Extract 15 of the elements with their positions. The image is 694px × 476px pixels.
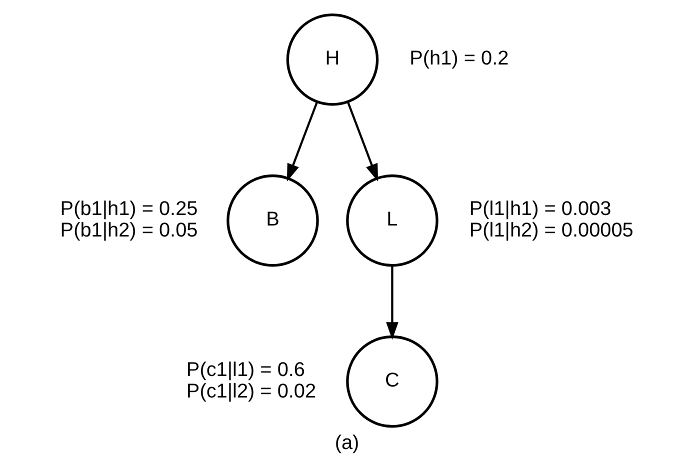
node-label: P(c1|l1) = 0.6 [186,358,306,381]
node-label: P(l1|h2) = 0.00005 [469,220,634,242]
arrow [286,101,318,182]
node-label: P(h1) = 0.2 [410,48,509,70]
node-label: P(b1|h1) = 0.25 [60,198,198,220]
node-label: P(l1|h1) = 0.003 [469,198,612,220]
arrow [346,101,378,182]
node-circle: B [226,174,319,267]
node-label: P(b1|h2) = 0.05 [60,220,198,242]
node-circle: L [346,174,438,267]
node-label: P(c1|l2) = 0.02 [186,380,316,402]
node-circle: C [346,335,438,428]
arrow [386,266,398,340]
caption: (a) [334,432,360,454]
node-circle: H [286,13,379,106]
